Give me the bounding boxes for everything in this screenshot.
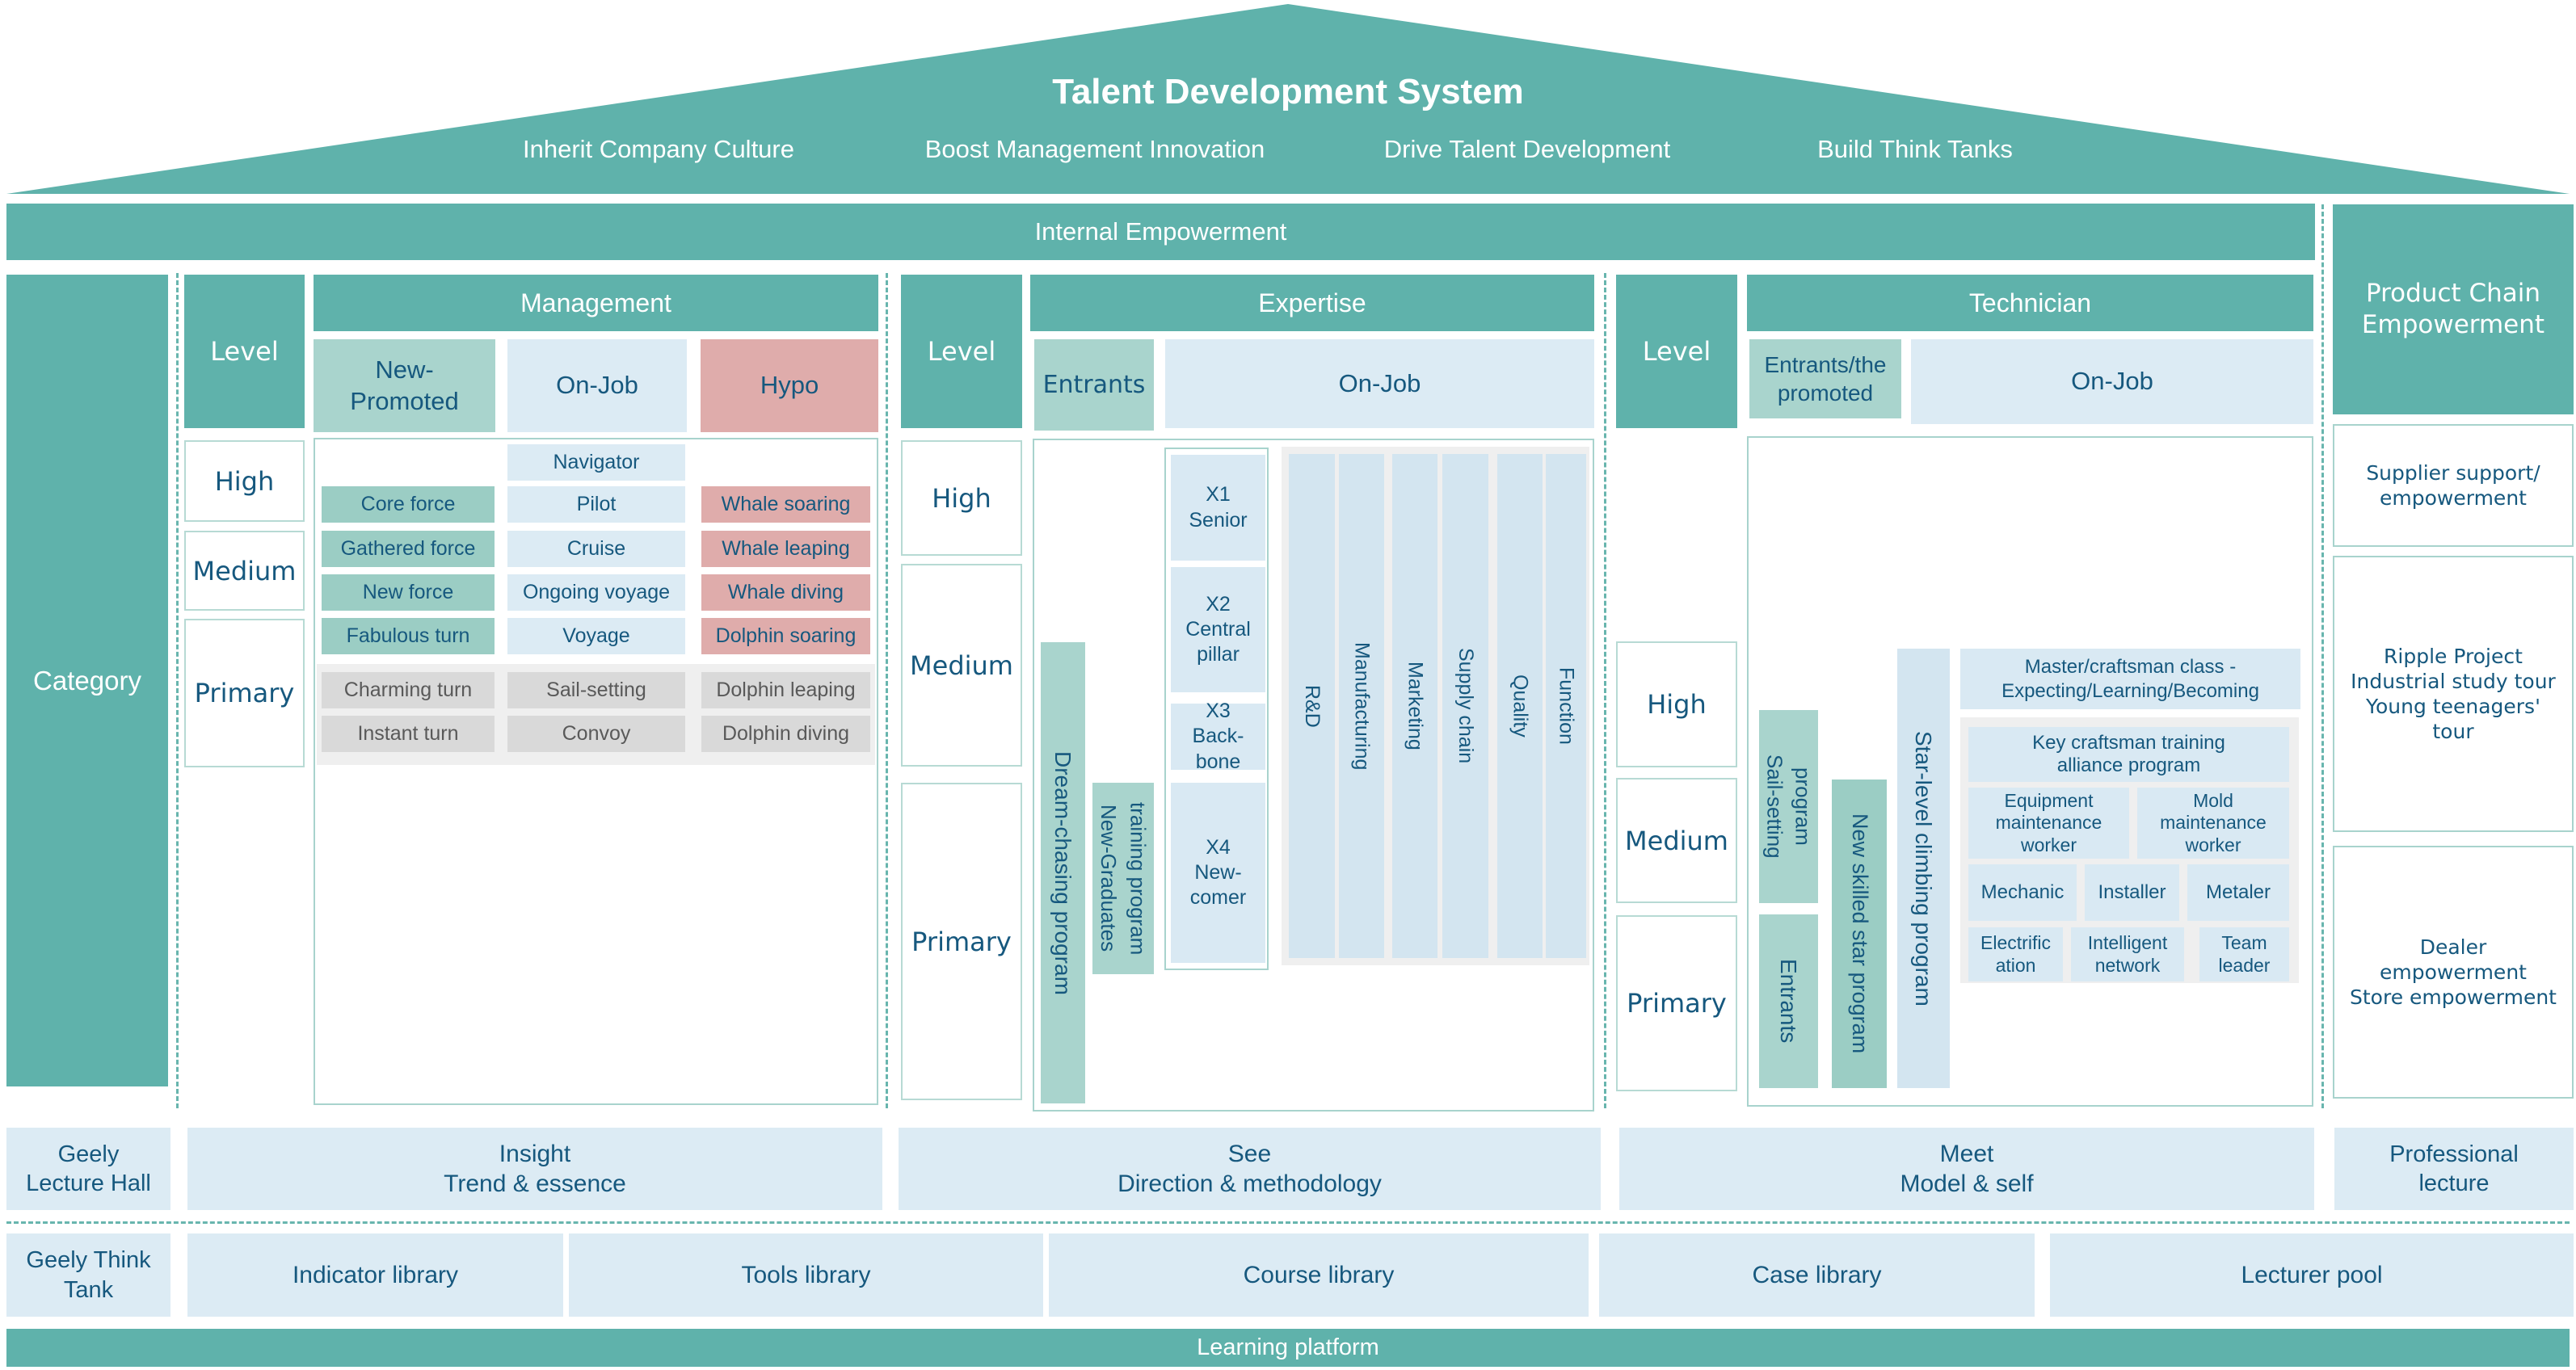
mgmt-item-charming-turn: Charming turn — [322, 672, 495, 708]
learning-platform-bar: Learning platform — [6, 1329, 2570, 1367]
tech-mold-box: Mold maintenance worker — [2137, 788, 2289, 859]
mgmt-item-ongoing-voyage: Ongoing voyage — [507, 574, 685, 611]
mgmt-level-medium: Medium — [184, 531, 305, 611]
mgmt-item-dolphin-soaring: Dolphin soaring — [701, 618, 870, 654]
footer-meet: Meet Model & self — [1619, 1128, 2314, 1210]
exp-dept-quality: Quality — [1497, 454, 1543, 958]
tech-metaler-box: Metaler — [2187, 864, 2289, 921]
exp-level-high: High — [901, 440, 1022, 556]
tech-sail-setting-bar: Sail-setting program — [1759, 710, 1818, 903]
mgmt-subheader-on-job: On-Job — [507, 339, 687, 432]
exp-subheader-entrants: Entrants — [1034, 339, 1154, 431]
footer-insight: Insight Trend & essence — [187, 1128, 882, 1210]
tech-subheader-on-job: On-Job — [1911, 339, 2313, 424]
mgmt-header: Management — [314, 275, 878, 331]
footer-geely-lecture-hall: Geely Lecture Hall — [6, 1128, 170, 1210]
tech-level-primary: Primary — [1616, 915, 1737, 1091]
mgmt-item-whale-diving: Whale diving — [701, 574, 870, 611]
tech-equipment-box: Equipment maintenance worker — [1968, 788, 2129, 859]
divider-exp-tech — [1604, 273, 1606, 1108]
mgmt-subheader-new-promoted: New- Promoted — [314, 339, 495, 432]
mgmt-item-pilot: Pilot — [507, 486, 685, 523]
footer-indicator-library: Indicator library — [187, 1233, 563, 1317]
mgmt-item-dolphin-leaping: Dolphin leaping — [701, 672, 870, 708]
internal-empowerment-bar: Internal Empowerment — [6, 204, 2315, 260]
divider-category — [176, 273, 179, 1108]
footer-case-library: Case library — [1599, 1233, 2035, 1317]
exp-level-primary: Primary — [901, 783, 1022, 1100]
tech-subheader-entrants: Entrants/the promoted — [1749, 339, 1901, 418]
tech-electrification-box: Electrific ation — [1968, 927, 2063, 981]
exp-level-header: Level — [901, 275, 1022, 428]
mgmt-subheader-hypo: Hypo — [701, 339, 878, 432]
footer-course-library: Course library — [1049, 1233, 1589, 1317]
footer-see: See Direction & methodology — [899, 1128, 1601, 1210]
footer-geely-think-tank: Geely Think Tank — [6, 1233, 170, 1317]
mgmt-item-sail-setting: Sail-setting — [507, 672, 685, 708]
tech-master-box: Master/craftsman class - Expecting/Learn… — [1960, 649, 2300, 709]
exp-x3-box: X3 Back- bone — [1171, 700, 1265, 773]
roof-item-culture: Inherit Company Culture — [523, 134, 794, 163]
tech-level-medium: Medium — [1616, 778, 1737, 903]
footer-tools-library: Tools library — [569, 1233, 1043, 1317]
divider-footer — [6, 1221, 2570, 1224]
footer-professional-lecture: Professional lecture — [2334, 1128, 2574, 1210]
tech-star-level-bar: Star-level climbing program — [1897, 649, 1950, 1088]
mgmt-item-whale-soaring: Whale soaring — [701, 486, 870, 523]
tech-level-header: Level — [1616, 275, 1737, 428]
product-chain-header: Product Chain Empowerment — [2333, 204, 2574, 414]
mgmt-level-high: High — [184, 440, 305, 522]
mgmt-item-cruise: Cruise — [507, 531, 685, 567]
exp-x2-box: X2 Central pillar — [1171, 567, 1265, 692]
exp-dept-function: Function — [1546, 454, 1586, 958]
exp-x1-box: X1 Senior — [1171, 455, 1265, 561]
tech-header: Technician — [1747, 275, 2313, 331]
exp-dream-chasing-bar: Dream-chasing program — [1041, 642, 1085, 1103]
ripple-box: Ripple Project Industrial study tour You… — [2333, 556, 2574, 832]
tech-entrants-bar: Entrants — [1759, 914, 1818, 1088]
mgmt-item-core-force: Core force — [322, 486, 495, 523]
exp-new-graduates-bar: New-Graduates training program — [1092, 783, 1154, 974]
mgmt-item-voyage: Voyage — [507, 618, 685, 654]
dealer-box: Dealer empowerment Store empowerment — [2333, 846, 2574, 1099]
roof-item-thinktanks: Build Think Tanks — [1817, 134, 2013, 163]
roof-item-talent: Drive Talent Development — [1383, 134, 1671, 163]
exp-header: Expertise — [1030, 275, 1594, 331]
tech-team-leader-box: Team leader — [2199, 927, 2289, 981]
tech-new-skilled-star-bar: New skilled star program — [1832, 780, 1887, 1088]
mgmt-item-gathered-force: Gathered force — [322, 531, 495, 567]
divider-tech-chain — [2321, 204, 2324, 1108]
footer-lecturer-pool: Lecturer pool — [2050, 1233, 2574, 1317]
divider-mgmt-exp — [886, 273, 888, 1108]
mgmt-item-convoy: Convoy — [507, 716, 685, 752]
tech-intelligent-box: Intelligent network — [2071, 927, 2184, 981]
mgmt-item-dolphin-diving: Dolphin diving — [701, 716, 870, 752]
tech-key-craftsman-box: Key craftsman training alliance program — [1968, 727, 2289, 782]
exp-dept-marketing: Marketing — [1392, 454, 1437, 958]
exp-x4-box: X4 New- comer — [1171, 783, 1265, 963]
tech-level-high: High — [1616, 641, 1737, 767]
diagram-title: Talent Development System — [1052, 71, 1524, 111]
tech-installer-box: Installer — [2085, 864, 2179, 921]
exp-dept-manufacturing: Manufacturing — [1339, 454, 1384, 958]
mgmt-item-instant-turn: Instant turn — [322, 716, 495, 752]
mgmt-level-header: Level — [184, 275, 305, 428]
mgmt-item-fabulous-turn: Fabulous turn — [322, 618, 495, 654]
category-column: Category — [6, 275, 168, 1086]
tech-mechanic-box: Mechanic — [1968, 864, 2077, 921]
exp-dept-rd: R&D — [1289, 454, 1335, 958]
exp-level-medium: Medium — [901, 564, 1022, 767]
exp-dept-supply-chain: Supply chain — [1442, 454, 1488, 958]
mgmt-item-whale-leaping: Whale leaping — [701, 531, 870, 567]
mgmt-item-new-force: New force — [322, 574, 495, 611]
mgmt-item-navigator: Navigator — [507, 444, 685, 481]
roof-item-innovation: Boost Management Innovation — [924, 134, 1265, 163]
exp-subheader-on-job: On-Job — [1165, 339, 1594, 428]
mgmt-level-primary: Primary — [184, 619, 305, 767]
supplier-box: Supplier support/ empowerment — [2333, 424, 2574, 547]
